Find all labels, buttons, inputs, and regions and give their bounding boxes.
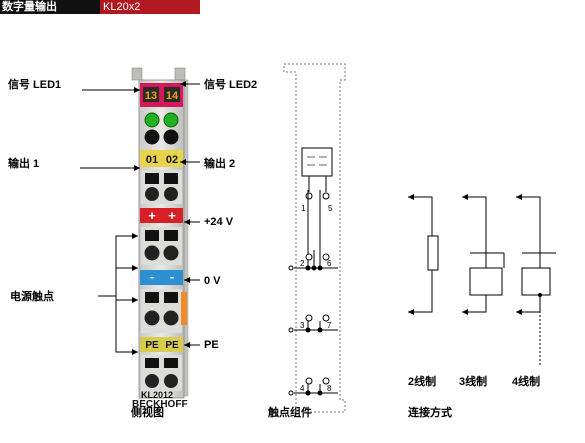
four-wire-load: [521, 267, 551, 296]
pin-label-2: 2: [300, 259, 305, 268]
terminal-row-4: [141, 355, 182, 391]
pin-label-3: 3: [300, 321, 305, 330]
minus-sign-right: -: [170, 269, 174, 284]
terminal-module: 13 14 01 02 + +: [131, 67, 189, 410]
caption-contact-assembly: 触点组件: [268, 407, 312, 419]
output-chip: [301, 147, 333, 177]
terminal-row-1: [141, 170, 182, 204]
plus-strip: [140, 208, 183, 223]
three-wire-load: [469, 267, 503, 296]
label-output2: 输出 2: [204, 158, 236, 170]
pin-label-5: 5: [328, 204, 333, 213]
plus-sign-left: +: [148, 208, 156, 223]
contact-assembly: 1 5 2 6 3 7 4 8: [283, 63, 346, 413]
green-led-left: [144, 112, 160, 128]
orange-power-contact: [181, 292, 187, 325]
pin-label-8: 8: [327, 384, 332, 393]
label-four-wire: 4线制: [512, 376, 541, 388]
label-output1: 输出 1: [8, 158, 40, 170]
led-number-left: 13: [145, 90, 157, 102]
black-led-left: [144, 129, 160, 145]
label-signal-led1: 信号 LED1: [8, 79, 62, 91]
output-number-right: 02: [166, 154, 178, 166]
terminal-row-2: [141, 227, 182, 265]
header-title: 数字量输出: [0, 0, 100, 14]
pe-strip: [140, 337, 183, 352]
two-wire-load: [427, 235, 439, 271]
output-label-strip: [140, 150, 183, 167]
pe-label-right: PE: [165, 340, 179, 351]
label-pe: PE: [204, 339, 219, 351]
label-plus24v: +24 V: [204, 216, 234, 228]
four-wire-connection: [516, 194, 556, 365]
pin-label-1: 1: [301, 204, 306, 213]
label-signal-led2: 信号 LED2: [204, 79, 258, 91]
plus-sign-right: +: [168, 208, 176, 223]
brand-logo: BECKHOFF: [132, 399, 188, 410]
output-number-left: 01: [146, 154, 158, 166]
label-zero-v: 0 V: [204, 275, 221, 287]
pin-label-4: 4: [300, 384, 305, 393]
black-led-right: [163, 129, 179, 145]
label-two-wire: 2线制: [408, 376, 437, 388]
pin-label-7: 7: [327, 321, 332, 330]
caption-connection-method: 连接方式: [408, 407, 452, 419]
label-three-wire: 3线制: [459, 376, 488, 388]
green-led-right: [163, 112, 179, 128]
module-model-label: KL2012: [141, 390, 173, 400]
pointer-arrows: [80, 81, 200, 355]
caption-side-view: 侧视图: [131, 407, 164, 419]
minus-sign-left: -: [150, 269, 154, 284]
terminal-row-3: [141, 289, 182, 333]
header-model: KL20x2: [100, 0, 200, 14]
led-number-right: 14: [166, 90, 179, 102]
label-power-contacts: 电源触点: [10, 291, 54, 303]
minus-strip: [140, 270, 183, 285]
pe-label-left: PE: [145, 340, 159, 351]
two-wire-connection: [408, 194, 439, 315]
three-wire-connection: [462, 194, 505, 315]
pin-label-6: 6: [327, 259, 332, 268]
